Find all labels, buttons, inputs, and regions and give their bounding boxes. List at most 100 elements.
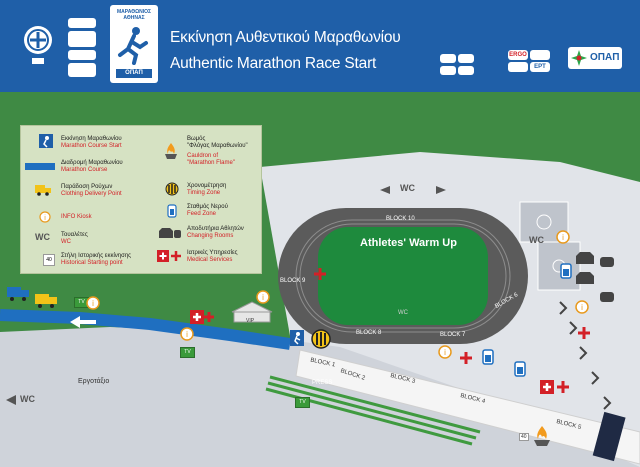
building-label: Εργοτάξιο — [78, 378, 110, 385]
legend-medical-en: Medical Services — [187, 257, 233, 263]
track-wc-label: WC — [398, 310, 408, 316]
svg-text:i: i — [262, 293, 264, 302]
legend-clothing-el: Παράδοση Ρούχων — [61, 184, 113, 190]
sponsor-ergo: ERGO — [508, 50, 528, 60]
legend-water-en: Feed Zone — [187, 211, 217, 217]
medical-icon-5 — [578, 327, 590, 339]
legend-changing-el: Αποδυτήρια Αθλητών — [187, 226, 244, 232]
header-bar — [0, 0, 640, 92]
legend-changing-icon — [159, 228, 181, 238]
legend-flame-en-1: Cauldron of — [187, 153, 219, 159]
federation-logo-2 — [68, 31, 96, 47]
changing-rooms-icon-2 — [576, 272, 594, 284]
legend-marathon-start-icon — [39, 134, 53, 148]
water-station-icon-3 — [560, 263, 572, 279]
sponsor-logo-a — [440, 54, 456, 63]
svg-text:i: i — [562, 233, 564, 242]
legend-course-el: Διαδρομή Μαραθωνίου — [61, 160, 123, 166]
map-canvas — [0, 152, 640, 467]
opap-star-icon — [571, 50, 587, 66]
ergo-text: ERGO — [509, 52, 527, 58]
legend-timing-en: Timing Zone — [187, 190, 221, 196]
legend-panel: Εκκίνηση Μαραθωνίου Marathon Course Star… — [20, 125, 262, 274]
legend-medical-el: Ιατρικές Υπηρεσίες — [187, 250, 238, 256]
sponsor-ert: ΕΡΤ — [530, 62, 550, 72]
legend-changing-en: Changing Rooms — [187, 233, 234, 239]
info-kiosk-icon-3: i — [256, 290, 270, 304]
marathon-flame-icon — [534, 426, 550, 446]
federation-logo-1 — [68, 18, 96, 28]
svg-text:i: i — [92, 299, 94, 308]
block-8-label: BLOCK 8 — [356, 330, 382, 336]
legend-historic-el: Στήλη Ιστορικής εκκίνησης — [61, 253, 132, 259]
wc-left-arrow-icon — [6, 395, 16, 405]
wc-lower-left-label: WC — [20, 394, 35, 404]
legend-water-icon — [167, 204, 177, 218]
legend-timing-icon — [165, 182, 179, 196]
federation-logo-3 — [68, 50, 96, 60]
clothing-truck-icon-2 — [35, 294, 57, 308]
info-kiosk-icon-2: i — [180, 327, 194, 341]
sponsor-logo-e — [530, 50, 550, 60]
warmup-label: Athletes' Warm Up — [360, 237, 457, 249]
federation-logo-4 — [68, 63, 96, 77]
timing-zone-icon — [311, 329, 331, 349]
water-station-icon-2 — [514, 361, 526, 377]
medical-icon-2 — [314, 268, 326, 280]
legend-info-label: INFO Kiosk — [61, 214, 92, 220]
wc-right-label: WC — [529, 235, 544, 245]
water-station-icon-1 — [482, 349, 494, 365]
legend-course-line-icon — [25, 163, 55, 170]
legend-water-el: Σταθμός Νερού — [187, 204, 228, 210]
start-stone-label: 40 — [519, 433, 529, 441]
ert-text: ΕΡΤ — [534, 64, 546, 70]
legend-marathon-start-en: Marathon Course Start — [61, 143, 122, 149]
legend-wc-icon: WC — [35, 232, 50, 242]
map-area: BLOCK 10 BLOCK 9 BLOCK 8 BLOCK 7 BLOCK 6… — [0, 92, 640, 467]
legend-clothing-en: Clothing Delivery Point — [61, 191, 122, 197]
info-kiosk-icon-4: i — [556, 230, 570, 244]
runner-icon — [118, 27, 148, 65]
legend-medical-icon — [157, 250, 181, 262]
block-10-label: BLOCK 10 — [386, 216, 415, 222]
legend-timing-el: Χρονομέτρηση — [187, 183, 227, 189]
clothing-truck-icon-1 — [7, 287, 29, 301]
tv-marker-2: TV — [180, 347, 195, 358]
medical-icon-1 — [190, 310, 214, 324]
wc-top-arrows-icon — [380, 186, 446, 194]
legend-course-en: Marathon Course — [61, 167, 108, 173]
changing-rooms-icon-3 — [600, 257, 614, 267]
opap-text: ΟΠΑΠ — [590, 52, 620, 63]
sponsor-logo-d — [458, 66, 474, 75]
olympic-committee-logo — [18, 18, 58, 66]
legend-flame-icon — [165, 143, 177, 159]
vip-label: VIP — [246, 318, 255, 324]
legend-historic-stone-icon: 40 — [43, 254, 55, 266]
info-kiosk-icon-1: i — [86, 296, 100, 310]
svg-text:i: i — [581, 303, 583, 312]
legend-flame-en-2: "Marathon Flame" — [187, 160, 235, 166]
legend-wc-en: WC — [61, 239, 71, 245]
title-greek: Εκκίνηση Αυθεντικού Μαραθωνίου — [170, 29, 401, 46]
svg-text:i: i — [186, 330, 188, 339]
legend-truck-icon — [35, 185, 51, 196]
tv-marker-3: TV — [295, 397, 310, 408]
info-kiosk-icon-6: i — [438, 345, 452, 359]
svg-text:i: i — [444, 348, 446, 357]
sponsor-logo-c — [440, 66, 456, 75]
svg-text:i: i — [44, 215, 46, 222]
sponsor-logo-b — [458, 54, 474, 63]
course-direction-icon — [70, 316, 96, 328]
marathon-logo-text: ΜΑΡΑΘΩΝΙΟΣ ΑΘΗΝΑΣ — [116, 9, 151, 21]
legend-flame-el-1: Βωμός — [187, 136, 206, 142]
press-label: PRESS — [312, 380, 333, 386]
block-9-label: BLOCK 9 — [280, 278, 306, 284]
block-7-label: BLOCK 7 — [440, 332, 466, 338]
opap-badge: ΟΠΑΠ — [116, 69, 152, 78]
legend-marathon-start-el: Εκκίνηση Μαραθωνίου — [61, 136, 122, 142]
legend-flame-el-2: "Φλόγας Μαραθωνίου" — [187, 143, 248, 149]
opap-sponsor-logo: ΟΠΑΠ — [568, 47, 622, 69]
legend-historic-en: Historical Starting point — [61, 260, 123, 266]
legend-info-icon: i — [39, 211, 51, 223]
changing-rooms-icon-1 — [576, 252, 594, 264]
